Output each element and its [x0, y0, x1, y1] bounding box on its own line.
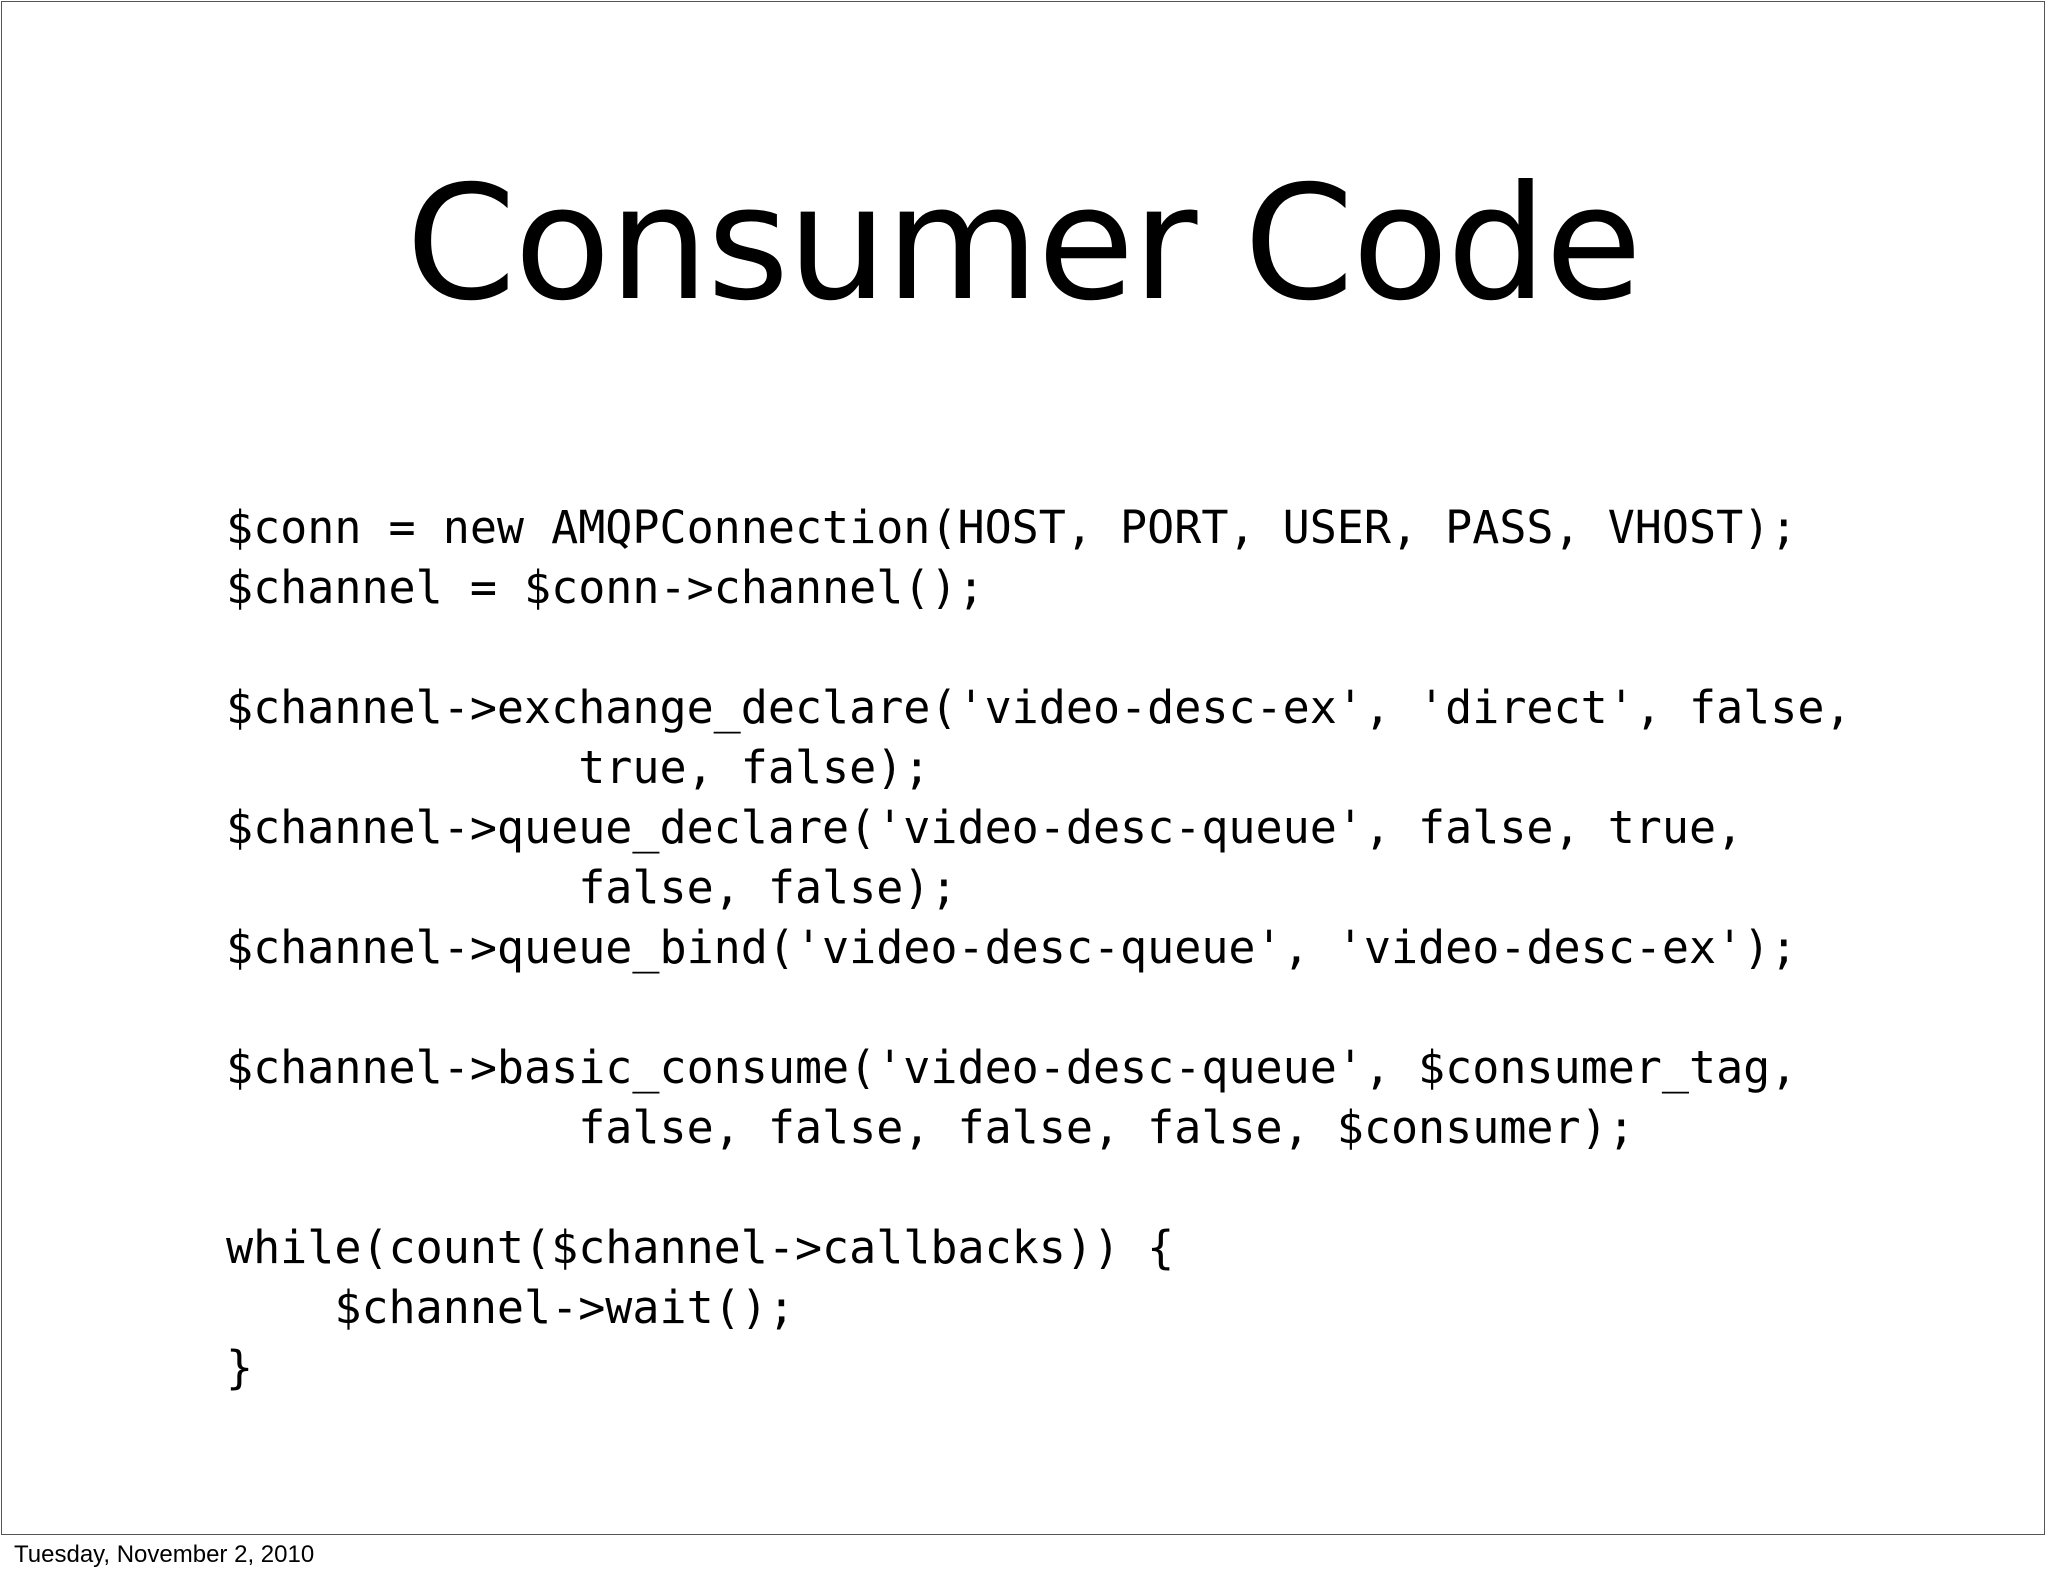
code-line: false, false);: [226, 861, 958, 914]
slide: Consumer Code $conn = new AMQPConnection…: [1, 1, 2045, 1535]
code-line: false, false, false, false, $consumer);: [226, 1101, 1635, 1154]
code-line: $channel->basic_consume('video-desc-queu…: [226, 1041, 1798, 1094]
code-line: $channel->wait();: [226, 1281, 795, 1334]
footer-date: Tuesday, November 2, 2010: [14, 1541, 315, 1568]
code-line: while(count($channel->callbacks)) {: [226, 1221, 1175, 1274]
code-line: }: [226, 1341, 254, 1394]
code-line: [226, 618, 1852, 678]
code-line: $conn = new AMQPConnection(HOST, PORT, U…: [226, 501, 1798, 554]
code-block: $conn = new AMQPConnection(HOST, PORT, U…: [226, 498, 1852, 1398]
code-line: true, false);: [226, 741, 931, 794]
code-line: $channel = $conn->channel();: [226, 561, 985, 614]
slide-title: Consumer Code: [405, 152, 1642, 336]
code-line: $channel->queue_bind('video-desc-queue',…: [226, 921, 1798, 974]
code-line: $channel->queue_declare('video-desc-queu…: [226, 801, 1744, 854]
code-line: [226, 1158, 1852, 1218]
code-line: $channel->exchange_declare('video-desc-e…: [226, 681, 1852, 734]
code-line: [226, 978, 1852, 1038]
